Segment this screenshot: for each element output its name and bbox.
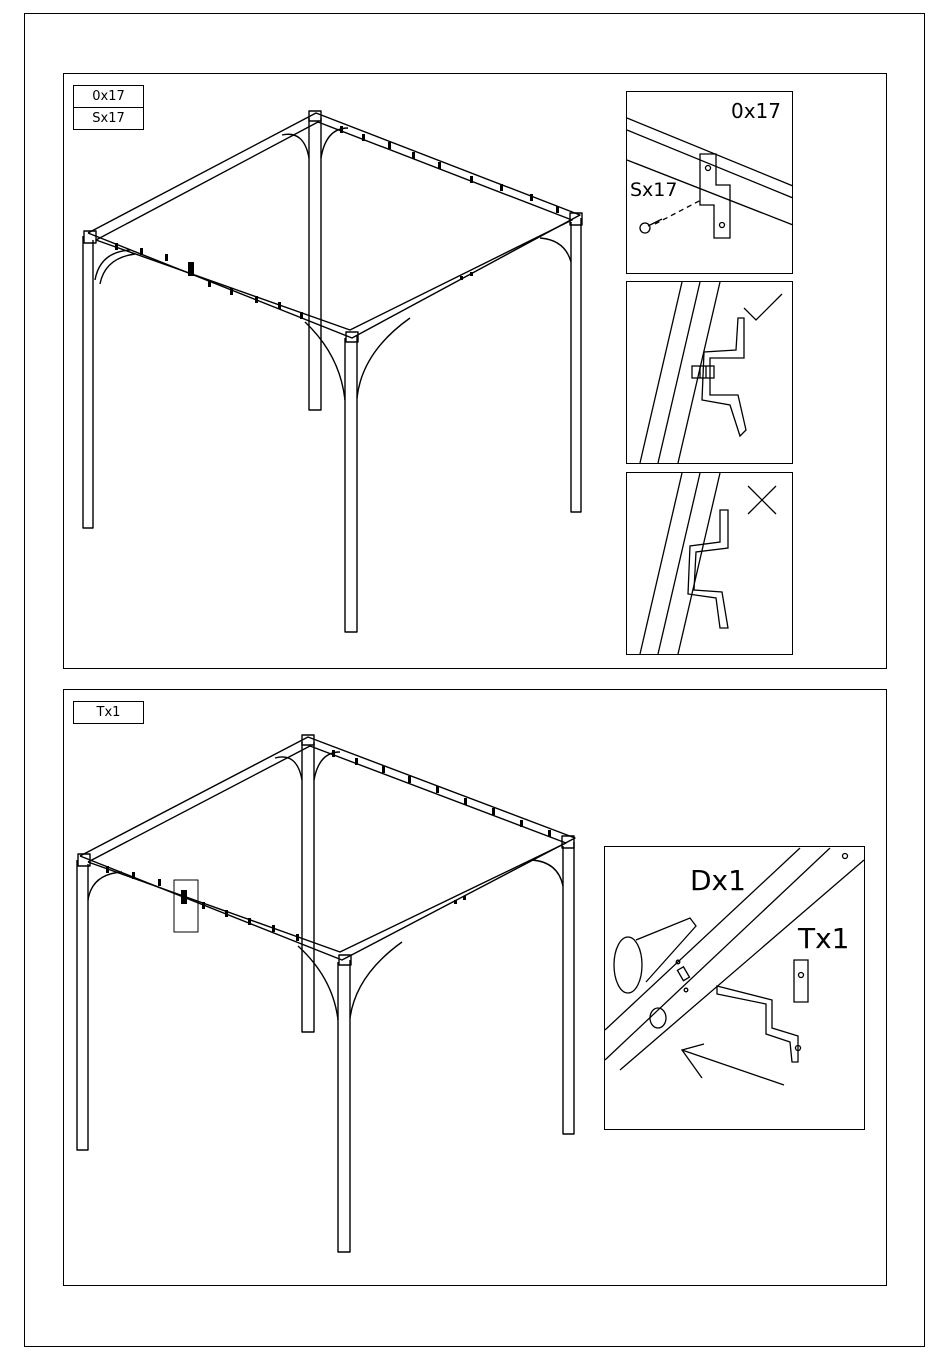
step2-detail-t-label: Tx1: [797, 922, 850, 955]
direction-arrow-icon: [682, 1050, 784, 1085]
step2-detail-d-label: Dx1: [690, 864, 746, 897]
